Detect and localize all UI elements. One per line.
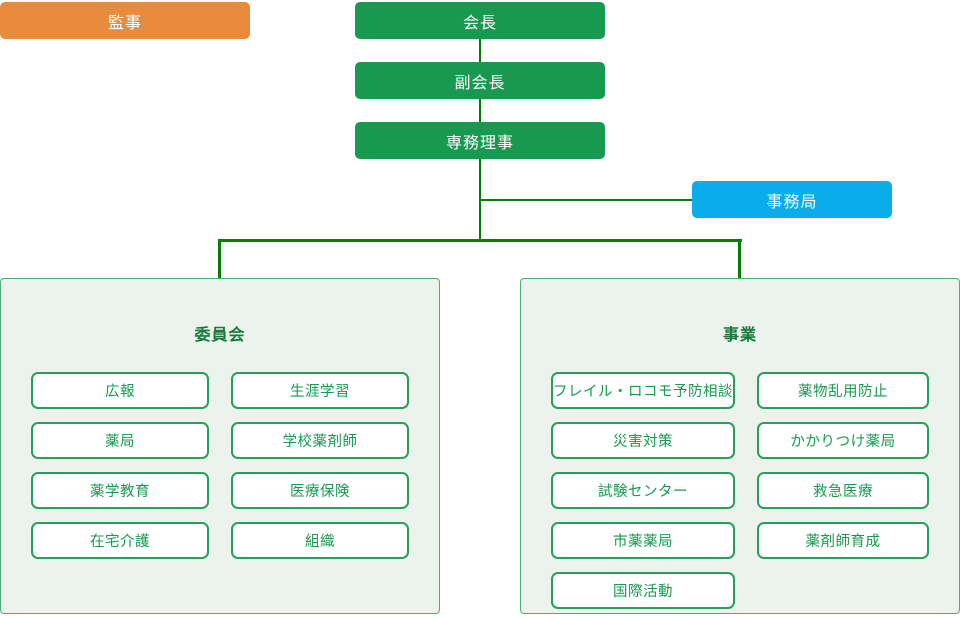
panel-item[interactable]: かかりつけ薬局: [757, 422, 929, 459]
panel-item[interactable]: 学校薬剤師: [231, 422, 409, 459]
node-auditor[interactable]: 監事: [0, 2, 250, 39]
panel-item[interactable]: 災害対策: [551, 422, 735, 459]
panel-item[interactable]: 薬物乱用防止: [757, 372, 929, 409]
panel-item[interactable]: 試験センター: [551, 472, 735, 509]
panel-item[interactable]: 医療保険: [231, 472, 409, 509]
projects-panel: 事業 フレイル・ロコモ予防相談薬物乱用防止災害対策かかりつけ薬局試験センター救急…: [520, 278, 960, 614]
panel-item[interactable]: 生涯学習: [231, 372, 409, 409]
panel-item[interactable]: 市薬薬局: [551, 522, 735, 559]
panel-item[interactable]: 国際活動: [551, 572, 735, 609]
connector-secretariat: [481, 199, 692, 201]
panel-item[interactable]: 薬局: [31, 422, 209, 459]
connector-vice-exec: [479, 99, 481, 122]
node-executive-director[interactable]: 専務理事: [355, 122, 605, 159]
panel-item[interactable]: フレイル・ロコモ予防相談: [551, 372, 735, 409]
node-vice-president[interactable]: 副会長: [355, 62, 605, 99]
panel-item[interactable]: 薬学教育: [31, 472, 209, 509]
committees-panel: 委員会 広報生涯学習薬局学校薬剤師薬学教育医療保険在宅介護組織: [0, 278, 440, 614]
panel-item[interactable]: 広報: [31, 372, 209, 409]
panel-item[interactable]: 薬剤師育成: [757, 522, 929, 559]
projects-panel-title: 事業: [722, 327, 757, 344]
connector-drop-committees: [218, 239, 221, 278]
connector-president-vice: [479, 39, 481, 62]
panel-item[interactable]: 救急医療: [757, 472, 929, 509]
committees-items: 広報生涯学習薬局学校薬剤師薬学教育医療保険在宅介護組織: [1, 345, 439, 559]
connector-split-horizontal: [218, 239, 742, 242]
projects-items: フレイル・ロコモ予防相談薬物乱用防止災害対策かかりつけ薬局試験センター救急医療市…: [521, 345, 959, 609]
node-secretariat[interactable]: 事務局: [692, 181, 892, 218]
node-president[interactable]: 会長: [355, 2, 605, 39]
panel-item[interactable]: 組織: [231, 522, 409, 559]
connector-exec-stem: [479, 159, 481, 240]
panel-item[interactable]: 在宅介護: [31, 522, 209, 559]
connector-drop-projects: [738, 239, 741, 281]
committees-panel-title: 委員会: [194, 327, 246, 344]
